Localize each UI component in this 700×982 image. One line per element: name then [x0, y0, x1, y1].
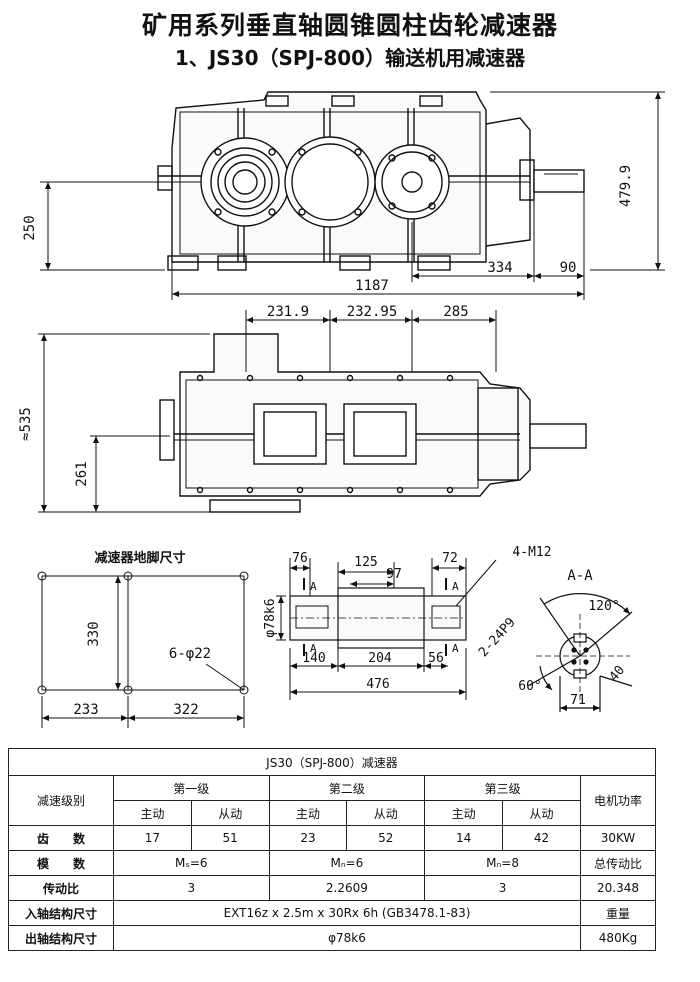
section-mark-a1: A: [310, 580, 317, 593]
stage-1-drive: 主动: [113, 800, 192, 826]
dim-footprint-holes: 6-φ22: [169, 646, 211, 662]
stage-3: 第三级: [424, 775, 581, 801]
input-label: 入轴结构尺寸: [8, 900, 114, 926]
section-angle-120: 120°: [588, 599, 619, 614]
section-mark-a4: A: [452, 642, 459, 655]
teeth-4: 52: [346, 825, 426, 851]
dim-footprint-depth: 330: [86, 621, 102, 646]
dim-pitch-3: 285: [443, 304, 468, 320]
total-ratio: 20.348: [580, 875, 656, 901]
top-dimensions: [38, 310, 497, 513]
shaft-dimensions: [276, 558, 497, 700]
module-1: Mₛ=6: [113, 850, 270, 876]
section-angle-60: 60°: [518, 679, 541, 694]
teeth-6: 42: [501, 825, 582, 851]
motor-power: 30KW: [580, 825, 656, 851]
section-spline: 2-24P9: [476, 615, 519, 660]
output-value: φ78k6: [113, 925, 581, 951]
teeth-3: 23: [268, 825, 348, 851]
dim-shaft-72: 72: [442, 551, 458, 566]
stage-2-driven: 从动: [346, 800, 426, 826]
dim-shaft-125: 125: [354, 555, 377, 570]
teeth-label: 齿 数: [8, 825, 114, 851]
section-d71: 71: [570, 693, 586, 708]
footprint-title: 减速器地脚尺寸: [94, 550, 185, 566]
spec-stage-row: 减速级别 第一级 第二级 第三级 电机功率: [8, 775, 656, 826]
weight-label: 重量: [580, 900, 656, 926]
page-title: 矿用系列垂直轴圆锥圆柱齿轮减速器: [141, 11, 558, 40]
top-view: [159, 333, 587, 513]
total-ratio-label: 总传动比: [580, 850, 656, 876]
ratio-label: 传动比: [8, 875, 114, 901]
spec-teeth-row: 齿 数 17 51 23 52 14 42 30KW: [8, 825, 656, 851]
page-subtitle: 1、JS30（SPJ-800）输送机用减速器: [174, 46, 526, 70]
dim-shaft-diameter: φ78k6: [263, 598, 278, 637]
spec-title-row: JS30（SPJ-800）减速器: [8, 748, 656, 776]
weight-value: 480Kg: [580, 925, 656, 951]
stage-1-driven: 从动: [190, 800, 270, 826]
spec-drive-row: 主动 从动 主动 从动 主动 从动: [9, 800, 656, 826]
spec-input-row: 入轴结构尺寸 EXT16z x 2.5m x 30Rx 6h (GB3478.1…: [8, 900, 656, 926]
stage-3-driven: 从动: [501, 800, 582, 826]
input-value: EXT16z x 2.5m x 30Rx 6h (GB3478.1-83): [113, 900, 581, 926]
module-label: 模 数: [8, 850, 114, 876]
teeth-1: 17: [113, 825, 192, 851]
dim-shaft-height: 250: [22, 215, 38, 240]
dim-shaft-97: 97: [386, 567, 402, 582]
front-dimensions: [40, 91, 665, 300]
dim-shaft-center: 261: [74, 461, 90, 486]
section-d40: 40: [607, 663, 629, 685]
module-3: Mₙ=8: [424, 850, 581, 876]
section-mark-a2: A: [310, 642, 317, 655]
stage-2-drive: 主动: [268, 800, 348, 826]
module-2: Mₙ=6: [268, 850, 426, 876]
ratio-3: 3: [424, 875, 581, 901]
dim-footprint-span-1: 233: [73, 702, 98, 718]
teeth-5: 14: [424, 825, 503, 851]
stage-1: 第一级: [113, 775, 270, 801]
dim-width: ≈535: [18, 407, 34, 441]
dim-shaft-ext: 90: [560, 260, 577, 276]
dim-shaft-76: 76: [292, 551, 308, 566]
dim-shaft-thread: 4-M12: [512, 545, 551, 560]
dim-shaft-140: 140: [302, 651, 325, 666]
section-aa: [527, 593, 633, 712]
teeth-2: 51: [190, 825, 270, 851]
output-label: 出轴结构尺寸: [8, 925, 114, 951]
front-view: [157, 91, 585, 271]
dim-footprint-span-2: 322: [173, 702, 198, 718]
section-mark-a3: A: [452, 580, 459, 593]
dim-shaft-204: 204: [368, 651, 392, 666]
dim-shaft-56: 56: [428, 651, 444, 666]
dim-pitch-1: 231.9: [267, 304, 309, 320]
stage-2: 第二级: [268, 775, 426, 801]
motor-label: 电机功率: [580, 775, 656, 826]
ratio-2: 2.2609: [268, 875, 426, 901]
footprint-layout: [37, 571, 249, 728]
spec-table: JS30（SPJ-800）减速器 减速级别 第一级 第二级 第三级 电机功率 主…: [8, 748, 656, 951]
spec-title: JS30（SPJ-800）减速器: [8, 748, 656, 776]
spec-module-row: 模 数 Mₛ=6 Mₙ=6 Mₙ=8 总传动比: [8, 850, 656, 876]
dim-length-total: 1187: [355, 278, 389, 294]
stage-label: 减速级别: [8, 775, 114, 826]
spec-output-row: 出轴结构尺寸 φ78k6 480Kg: [8, 925, 656, 951]
dim-height-total: 479.9: [618, 165, 634, 207]
dim-pitch-2: 232.95: [347, 304, 398, 320]
dim-shaft-476: 476: [366, 677, 389, 692]
stage-3-drive: 主动: [424, 800, 503, 826]
ratio-1: 3: [113, 875, 270, 901]
dim-shaft-offset: 334: [487, 260, 512, 276]
engineering-drawing: 479.9 250 1187 334 90 231.9 232.95: [18, 91, 665, 728]
section-title: A-A: [567, 568, 593, 584]
spec-ratio-row: 传动比 3 2.2609 3 20.348: [8, 875, 656, 901]
shaft-drawing: [289, 578, 467, 656]
